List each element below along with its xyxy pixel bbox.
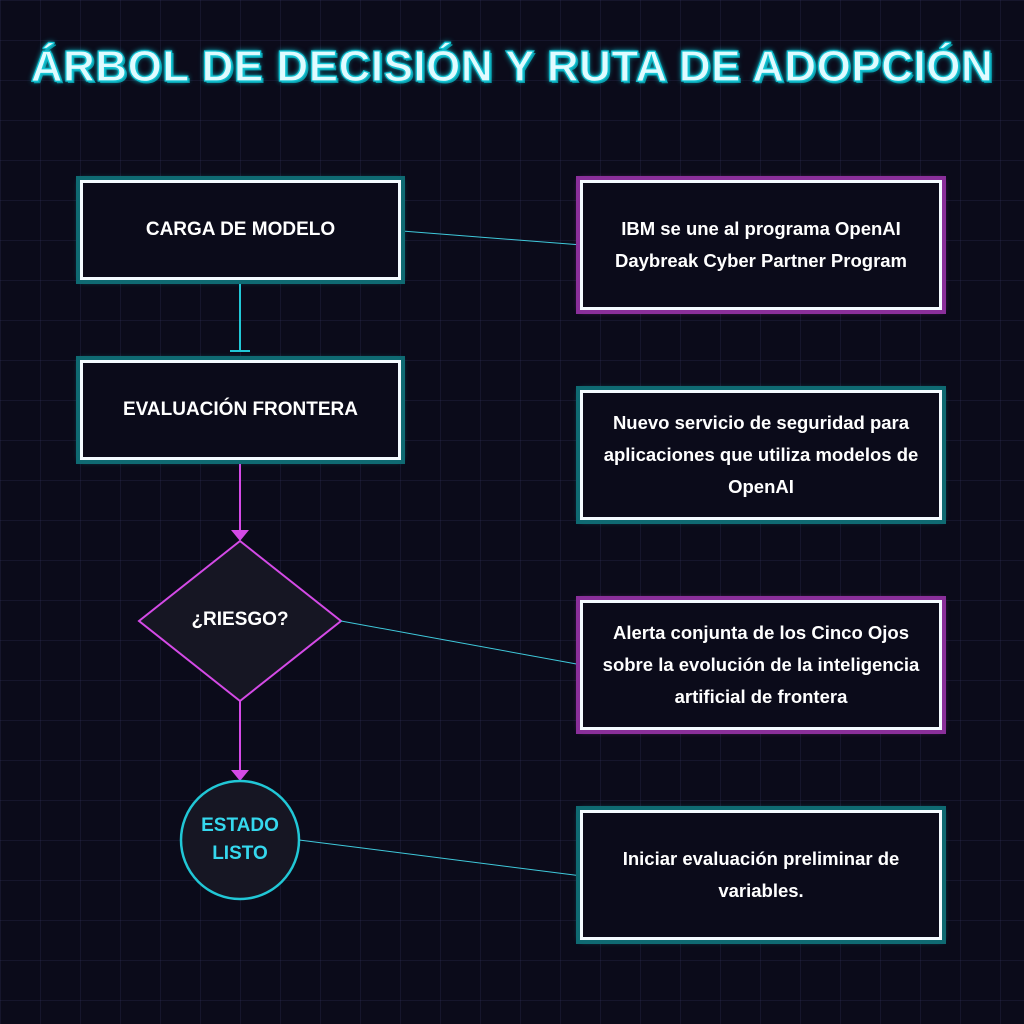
- note-five-eyes-alert-text: Alerta conjunta de los Cinco Ojos sobre …: [602, 622, 920, 707]
- load-model-node: CARGA DE MODELO: [76, 176, 405, 284]
- note-security-service: Nuevo servicio de seguridad para aplicac…: [576, 386, 946, 524]
- load-model-label: CARGA DE MODELO: [145, 219, 336, 240]
- risk-decision-label: ¿RIESGO?: [191, 609, 289, 630]
- ready-state-label: ESTADO LISTO: [180, 781, 300, 899]
- link-ready-note4: [298, 839, 583, 877]
- ready-state-line2: LISTO: [212, 843, 268, 864]
- arrowhead-risk: [231, 530, 249, 541]
- note-ibm-partner: IBM se une al programa OpenAI Daybreak C…: [576, 176, 946, 314]
- note-five-eyes-alert: Alerta conjunta de los Cinco Ojos sobre …: [576, 596, 946, 734]
- note-security-service-text: Nuevo servicio de seguridad para aplicac…: [603, 412, 919, 497]
- ready-state-line1: ESTADO: [201, 815, 279, 836]
- frontier-eval-label: EVALUACIÓN FRONTERA: [122, 399, 359, 420]
- note-preliminary-eval: Iniciar evaluación preliminar de variabl…: [576, 806, 946, 944]
- diagram-title: ÁRBOL DE DECISIÓN Y RUTA DE ADOPCIÓN: [30, 41, 994, 91]
- risk-diamond-shape: [137, 539, 343, 703]
- note-ibm-partner-text: IBM se une al programa OpenAI Daybreak C…: [614, 218, 908, 271]
- frontier-eval-node: EVALUACIÓN FRONTERA: [76, 356, 405, 464]
- link-load-note1: [401, 230, 583, 246]
- link-risk-note3: [340, 620, 583, 666]
- note-preliminary-eval-text: Iniciar evaluación preliminar de variabl…: [622, 848, 900, 901]
- arrowhead-ready: [231, 770, 249, 781]
